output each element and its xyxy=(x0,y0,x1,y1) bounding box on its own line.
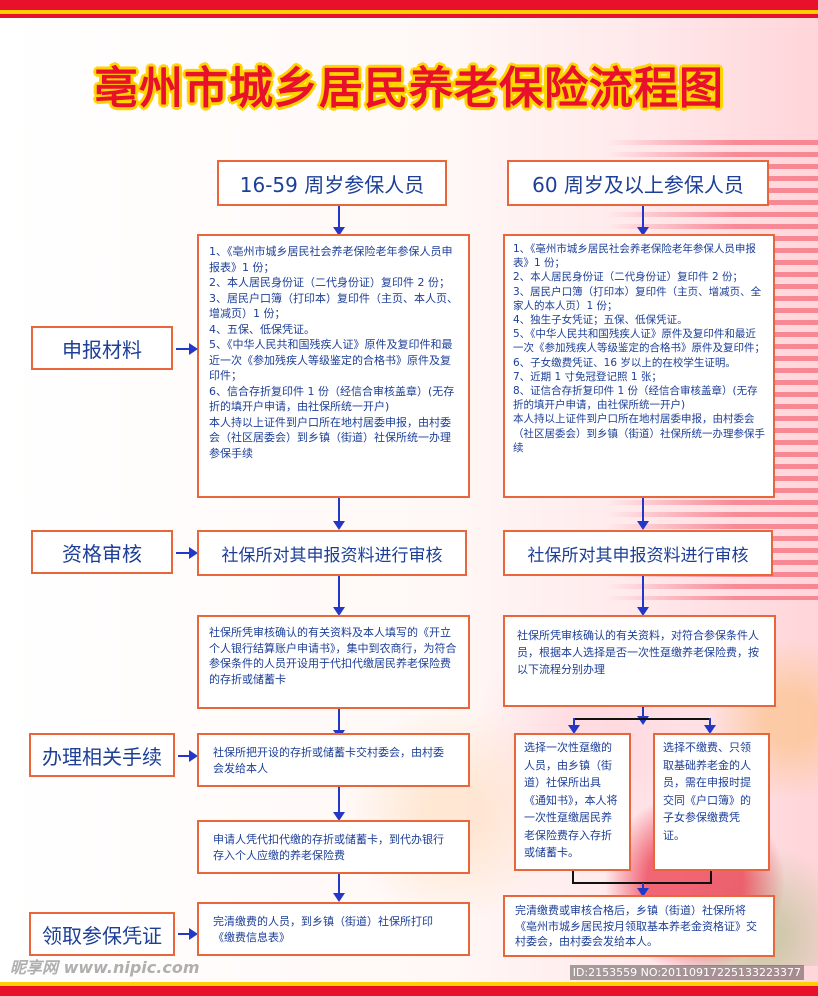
arrow-down xyxy=(637,707,649,725)
arrow-down xyxy=(568,718,580,734)
arrow-down xyxy=(637,883,649,897)
right-branch-lump-sum: 选择一次性趸缴的人员，由乡镇（街道）社保所出具《通知书》，本人将一次性趸缴居民养… xyxy=(514,733,631,871)
material-item: 本人持以上证件到户口所在地村居委申报，由村委会（社区居委会）到乡镇（街道）社保所… xyxy=(209,415,451,460)
left-step-deposit: 申请人凭代扣代缴的存折或储蓄卡，到代办银行存入个人应缴的养老保险费 xyxy=(197,820,470,874)
material-item: 1、《亳州市城乡居民社会养老保险老年参保人员申报表》1 份； xyxy=(209,245,453,274)
left-step-deliver-card: 社保所把开设的存折或储蓄卡交村委会，由村委会发给本人 xyxy=(197,733,470,787)
label-qualification-review: 资格审核 xyxy=(31,530,173,574)
arrow-down xyxy=(637,576,649,616)
right-review-box: 社保所对其申报资料进行审核 xyxy=(503,530,773,576)
arrow-down xyxy=(637,206,649,236)
material-item: 5、《中华人民共和国残疾人证》原件及复印件和最近一次《参加残疾人等级鉴定的合格书… xyxy=(209,338,453,382)
material-item: 8、证信合存折复印件 1 份（经信合审核盖章）(无存折的填开户申请，由社保所统一… xyxy=(513,385,758,412)
arrow-down xyxy=(333,576,345,616)
material-item: 5、《中华人民共和国残疾人证》原件及复印件和最近一次《参加残疾人等级鉴定的合格书… xyxy=(513,328,765,355)
arrow-down xyxy=(333,206,345,236)
arrow-down xyxy=(704,718,716,734)
material-item: 本人持以上证件到户口所在地村居委申报，由村委会（社区居委会）到乡镇（街道）社保所… xyxy=(513,413,765,454)
arrow-right xyxy=(176,547,198,559)
right-column-header: 60 周岁及以上参保人员 xyxy=(507,160,769,206)
arrow-down xyxy=(333,787,345,821)
arrow-down xyxy=(333,498,345,530)
branch-connector xyxy=(573,718,711,720)
right-step-final: 完清缴费或审核合格后，乡镇（街道）社保所将《亳州市城乡居民按月领取基本养老金资格… xyxy=(503,895,775,957)
arrow-down xyxy=(333,874,345,902)
material-item: 6、子女缴费凭证、16 岁以上的在校学生证明。 xyxy=(513,356,736,369)
left-review-box: 社保所对其申报资料进行审核 xyxy=(197,530,467,576)
material-item: 4、五保、低保凭证。 xyxy=(209,322,315,336)
right-materials-box: 1、《亳州市城乡居民社会养老保险老年参保人员申报表》1 份； 2、本人居民身份证… xyxy=(503,234,775,498)
watermark-brand: 昵享网 www.nipic.com xyxy=(10,958,200,977)
merge-connector xyxy=(710,871,712,883)
material-item: 7、近期 1 寸免冠登记照 1 张； xyxy=(513,370,662,383)
arrow-down xyxy=(333,709,345,739)
material-item: 3、居民户口簿（打印本）复印件（主页、增减页、全家人的本人页）1 份； xyxy=(513,285,762,312)
material-item: 4、独生子女凭证；五保、低保凭证。 xyxy=(513,314,688,327)
arrow-right xyxy=(178,750,198,762)
label-declare-materials: 申报材料 xyxy=(31,326,173,370)
merge-connector xyxy=(572,871,574,883)
right-branch-no-payment: 选择不缴费、只领取基础养老金的人员，需在申报时提交同《户口簿》的子女参保缴费凭证… xyxy=(653,733,770,871)
arrow-down xyxy=(637,498,649,530)
left-materials-box: 1、《亳州市城乡居民社会养老保险老年参保人员申报表》1 份； 2、本人居民身份证… xyxy=(197,234,470,498)
material-item: 1、《亳州市城乡居民社会养老保险老年参保人员申报表》1 份； xyxy=(513,243,756,270)
label-handle-procedures: 办理相关手续 xyxy=(29,733,175,777)
arrow-right xyxy=(178,928,198,940)
watermark-id: ID:2153559 NO:20110917225133223377 xyxy=(569,965,804,980)
top-border xyxy=(0,0,818,30)
material-item: 2、本人居民身份证（二代身份证）复印件 2 份； xyxy=(209,276,450,289)
material-item: 3、居民户口簿（打印本）复印件（主页、本人页、增减页）1 份； xyxy=(209,291,458,321)
left-column-header: 16-59 周岁参保人员 xyxy=(217,160,447,206)
left-step-print-info: 完清缴费的人员，到乡镇（街道）社保所打印《缴费信息表》 xyxy=(197,902,470,956)
material-item: 6、信合存折复印件 1 份（经信合审核盖章）(无存折的填开户申请，由社保所统一开… xyxy=(209,384,455,414)
left-step-open-account: 社保所凭审核确认的有关资料及本人填写的《开立个人银行结算账户申请书》，集中到农商… xyxy=(197,615,470,709)
page-title: 亳州市城乡居民养老保险流程图 xyxy=(94,63,724,114)
material-item: 2、本人居民身份证（二代身份证）复印件 2 份； xyxy=(513,271,744,284)
arrow-right xyxy=(176,343,198,355)
right-step-select-payment: 社保所凭审核确认的有关资料，对符合参保条件人员，根据本人选择是否一次性趸缴养老保… xyxy=(503,615,776,707)
bottom-border xyxy=(0,982,818,996)
label-receive-certificate: 领取参保凭证 xyxy=(29,912,175,956)
